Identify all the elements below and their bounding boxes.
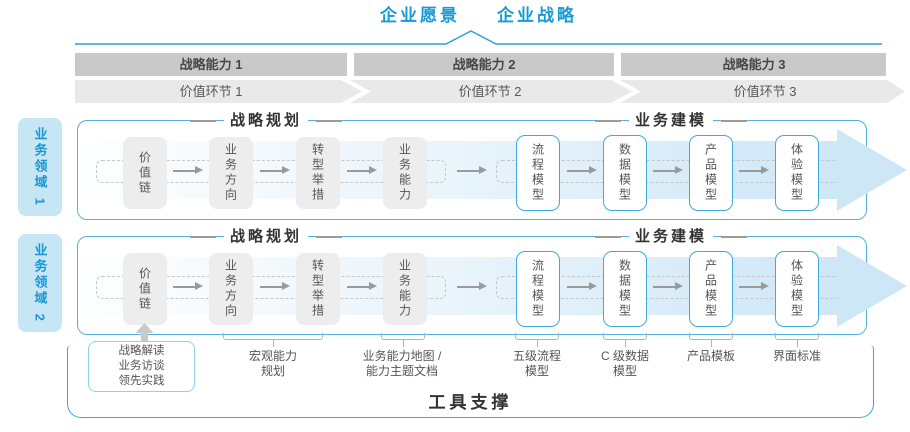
flow-arrowhead-icon — [837, 129, 907, 211]
flow-arrow-icon — [173, 166, 203, 175]
modeling-header-label: 业务建模 — [628, 111, 713, 131]
header-rule — [316, 120, 342, 122]
brace — [775, 333, 819, 340]
brace — [689, 333, 733, 340]
flow-box-business-capability: 业务能力 — [383, 253, 427, 325]
note-ui-standard: 界面标准 — [772, 349, 821, 363]
flow-arrow-icon — [173, 282, 203, 291]
domain-2-row-panel: 战略规划 业务建模 价值链 业务方向 转型举措 业务能力 流程模型 数据模型 产… — [77, 227, 907, 335]
note-macro-capability: 宏观能力 规划 — [248, 349, 297, 378]
brace-tail — [625, 340, 626, 347]
flow-arrow-icon — [347, 166, 377, 175]
flow-box-process-model: 流程模型 — [516, 251, 560, 327]
capability-band — [75, 53, 886, 76]
modeling-header: 业务建模 — [586, 227, 756, 247]
flow-box-business-direction: 业务方向 — [209, 253, 253, 325]
flow-box-product-model: 产品模型 — [689, 251, 733, 327]
note-product-template: 产品模板 — [686, 349, 735, 363]
flow-arrow-icon — [567, 166, 597, 175]
domain-tab-1: 业务领域 1 — [18, 118, 62, 216]
flow-arrow-icon — [653, 166, 683, 175]
flow-arrow-icon — [653, 282, 683, 291]
flow-box-business-capability: 业务能力 — [383, 137, 427, 209]
flow-box-transformation: 转型举措 — [296, 137, 340, 209]
capability-band-divider — [614, 53, 621, 76]
flow-box-experience-model: 体验模型 — [775, 251, 819, 327]
flow-box-transformation: 转型举措 — [296, 253, 340, 325]
header-rule — [316, 236, 342, 238]
flow-arrow-icon — [260, 282, 290, 291]
planning-dashed-group — [96, 276, 446, 299]
header-rule — [189, 120, 216, 122]
capability-2-label: 战略能力 2 — [452, 57, 516, 72]
flow-box-value-chain: 价值链 — [123, 253, 167, 325]
value-3-label: 价值环节 3 — [733, 84, 797, 99]
flow-box-experience-model: 体验模型 — [775, 135, 819, 211]
value-band — [75, 80, 905, 103]
flow-box-business-direction: 业务方向 — [209, 137, 253, 209]
flow-box-process-model: 流程模型 — [516, 135, 560, 211]
note-data-model: C 级数据 模型 — [600, 349, 649, 378]
domain-1-row-panel: 战略规划 业务建模 价值链 业务方向 转型举措 业务能力 流程模型 数据模型 产… — [77, 111, 907, 220]
brace-tail — [537, 340, 538, 347]
tool-support-label: 工具支撑 — [428, 393, 513, 412]
flow-box-value-chain: 价值链 — [123, 137, 167, 209]
up-arrow-icon — [135, 323, 154, 333]
up-arrow-shaft — [141, 332, 148, 341]
header-rule — [594, 236, 621, 238]
note-process-model: 五级流程 模型 — [512, 349, 561, 378]
header-rule — [594, 120, 621, 122]
flow-arrow-icon — [457, 282, 487, 291]
tool-support-frame: 工具支撑 — [67, 345, 874, 418]
planning-header-label: 战略规划 — [223, 111, 308, 131]
planning-dashed-group — [96, 160, 446, 183]
brace — [603, 333, 647, 340]
enterprise-vision-title: 企业愿景 — [380, 6, 460, 25]
brace-tail — [711, 340, 712, 347]
brace-tail — [797, 340, 798, 347]
flow-arrow-icon — [567, 282, 597, 291]
flow-box-data-model: 数据模型 — [603, 135, 647, 211]
header-rule — [721, 120, 747, 122]
modeling-header: 业务建模 — [586, 111, 756, 131]
brace — [515, 333, 559, 340]
planning-header: 战略规划 — [181, 111, 351, 131]
flow-box-product-model: 产品模型 — [689, 135, 733, 211]
brace-tail — [273, 340, 274, 347]
flow-arrow-icon — [457, 166, 487, 175]
domain-tab-2: 业务领域 2 — [18, 234, 62, 332]
capability-1-label: 战略能力 1 — [179, 57, 243, 72]
planning-header: 战略规划 — [181, 227, 351, 247]
flow-arrow-icon — [739, 166, 769, 175]
flow-arrowhead-icon — [837, 245, 907, 327]
planning-header-label: 战略规划 — [223, 227, 308, 247]
header-rule — [189, 236, 216, 238]
flow-box-data-model: 数据模型 — [603, 251, 647, 327]
modeling-header-label: 业务建模 — [628, 227, 713, 247]
note-capability-map: 业务能力地图 / 能力主题文档 — [362, 349, 442, 378]
flow-arrow-icon — [739, 282, 769, 291]
capability-band-divider — [347, 53, 354, 76]
enterprise-strategy-title: 企业战略 — [497, 6, 577, 25]
brace-tail — [403, 340, 404, 347]
value-2-label: 价值环节 2 — [458, 84, 522, 99]
title-bracket-line — [75, 30, 882, 45]
capability-3-label: 战略能力 3 — [722, 57, 786, 72]
header-rule — [721, 236, 747, 238]
value-1-label: 价值环节 1 — [179, 84, 243, 99]
brace — [223, 333, 323, 340]
strategy-inputs-box: 战略解读 业务访谈 领先实践 — [88, 341, 195, 392]
flow-arrow-icon — [347, 282, 377, 291]
flow-arrow-icon — [260, 166, 290, 175]
brace — [381, 333, 425, 340]
